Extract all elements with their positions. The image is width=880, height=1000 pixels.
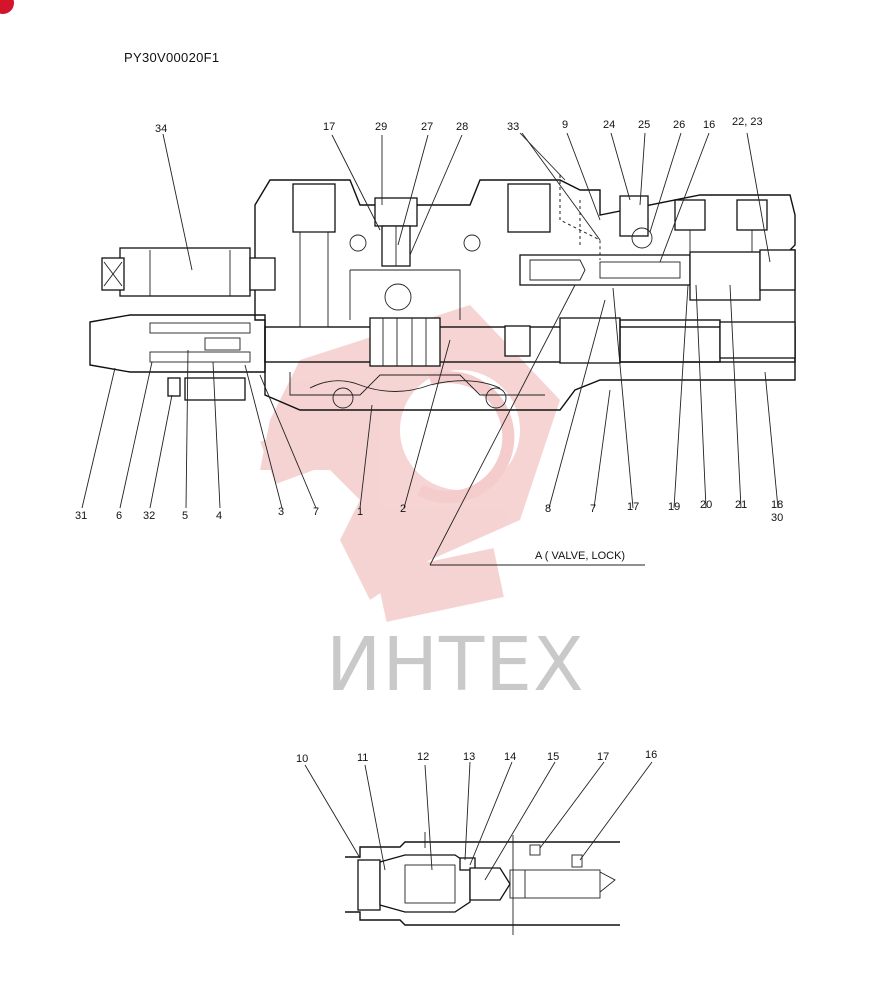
label-34: 34 — [155, 123, 167, 135]
lock-valve-callout: A ( VALVE, LOCK) — [535, 550, 625, 562]
label-22-23: 22, 23 — [732, 116, 763, 128]
label-5: 5 — [182, 510, 188, 522]
label-30: 30 — [771, 512, 783, 524]
label-27: 27 — [421, 121, 433, 133]
label-8: 8 — [545, 503, 551, 515]
detail-label-17: 17 — [597, 751, 609, 763]
label-7-left: 7 — [313, 506, 319, 518]
label-26: 26 — [673, 119, 685, 131]
label-19: 19 — [668, 501, 680, 513]
detail-label-10: 10 — [296, 753, 308, 765]
label-21: 21 — [735, 499, 747, 511]
label-7-right: 7 — [590, 503, 596, 515]
label-32: 32 — [143, 510, 155, 522]
detail-label-13: 13 — [463, 751, 475, 763]
label-20: 20 — [700, 499, 712, 511]
label-2: 2 — [400, 503, 406, 515]
detail-label-16: 16 — [645, 749, 657, 761]
label-31: 31 — [75, 510, 87, 522]
label-18: 18 — [771, 499, 783, 511]
label-16-top: 16 — [703, 119, 715, 131]
detail-label-14: 14 — [504, 751, 516, 763]
label-29: 29 — [375, 121, 387, 133]
label-17-top: 17 — [323, 121, 335, 133]
label-28: 28 — [456, 121, 468, 133]
detail-label-12: 12 — [417, 751, 429, 763]
label-4: 4 — [216, 510, 222, 522]
label-6: 6 — [116, 510, 122, 522]
label-24: 24 — [603, 119, 615, 131]
detail-label-11: 11 — [357, 752, 368, 764]
watermark-text: ИНТЕХ — [326, 622, 585, 708]
label-25: 25 — [638, 119, 650, 131]
detail-plug-10 — [357, 859, 381, 911]
drawing-code: PY30V00020F1 — [124, 50, 220, 65]
label-1: 1 — [357, 506, 363, 518]
label-33: 33 — [507, 121, 519, 133]
corner-mark — [0, 0, 14, 14]
label-17-bottom: 17 — [627, 501, 639, 513]
detail-label-15: 15 — [547, 751, 559, 763]
label-9: 9 — [562, 119, 568, 131]
label-3: 3 — [278, 506, 284, 518]
